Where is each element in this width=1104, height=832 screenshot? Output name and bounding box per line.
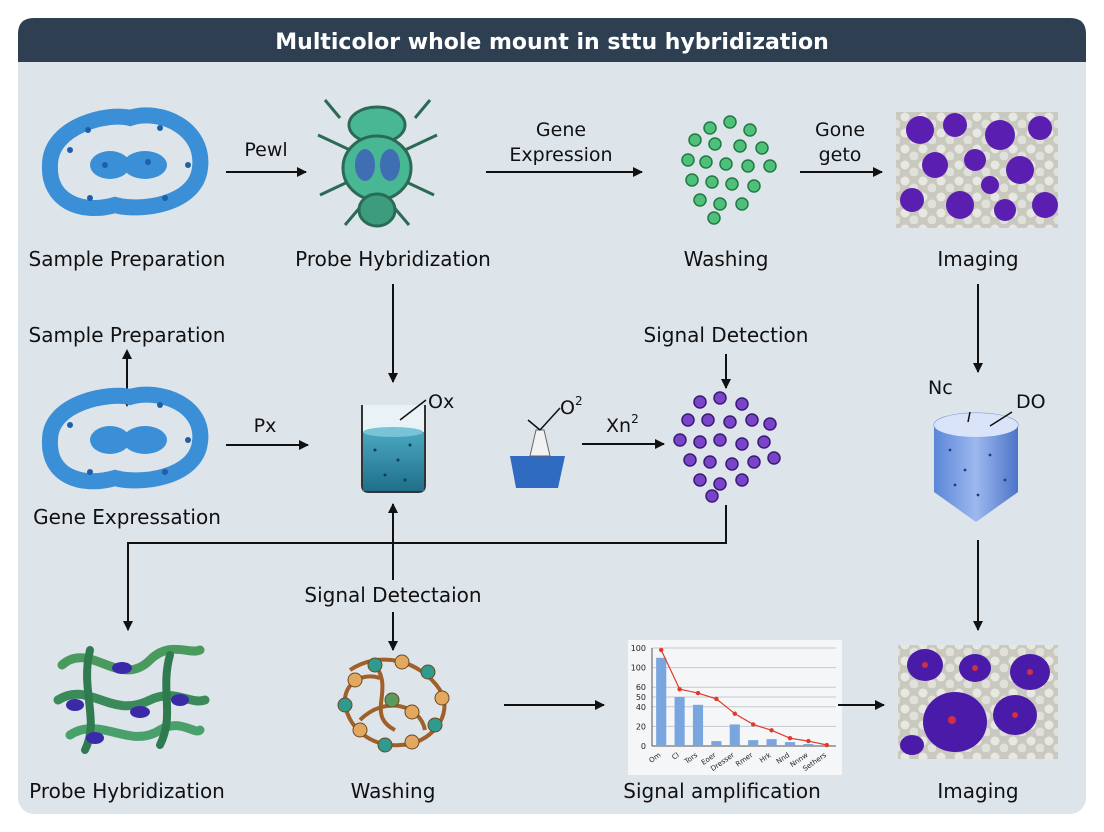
label-signal-detection: Signal Detection — [644, 323, 809, 347]
arrow-label-gene: Gene — [536, 119, 586, 141]
cone-container-illustration — [933, 411, 1019, 522]
flask-label-sup: 2 — [575, 394, 583, 408]
beaker-label-ox: Ox — [428, 391, 454, 413]
chart-bar — [692, 704, 704, 746]
chart-bar — [766, 739, 777, 746]
gene-expression-illustration — [41, 386, 209, 490]
label-sample-preparation-1: Sample Preparation — [29, 247, 226, 271]
flask-label-o: O2 — [560, 394, 583, 419]
label-probe-hybridization-1: Probe Hybridization — [295, 247, 491, 271]
header-bar — [18, 18, 1086, 62]
arrow-label-xn: Xn2 — [606, 412, 639, 437]
chart-ytick-label: 20 — [636, 722, 646, 731]
chart-ytick-label: 50 — [636, 693, 646, 702]
label-signal-detectaion: Signal Detectaion — [304, 583, 481, 607]
chart-bar — [748, 740, 759, 746]
arrow-label-pewl: Pewl — [244, 139, 287, 161]
label-imaging-1: Imaging — [937, 247, 1018, 271]
chart-line-point — [824, 742, 829, 748]
chart-ytick-label: 100 — [631, 644, 646, 653]
diagram-title: Multicolor whole mount in sttu hybridiza… — [275, 30, 828, 55]
chart-line-point — [787, 735, 793, 741]
washing-cells-illustration — [681, 115, 777, 225]
arrow-label-gone: Gone — [815, 119, 865, 141]
chart-bar — [656, 657, 667, 746]
chart-ytick-label: 40 — [636, 703, 646, 712]
probe-hybridization-illustration — [317, 99, 438, 228]
beaker-illustration — [361, 399, 427, 493]
probe-hybridization-worms-illustration — [53, 644, 210, 754]
arrow-label-expression: Expression — [509, 144, 612, 166]
label-probe-hybridization-2: Probe Hybridization — [29, 779, 225, 803]
cone-label-nc: Nc — [928, 377, 953, 399]
chart-line-point — [769, 728, 774, 733]
flask-label-o-text: O — [560, 397, 575, 419]
label-gene-expressation: Gene Expressation — [33, 505, 221, 529]
washing-tangle-illustration — [337, 654, 450, 753]
chart-line-point — [695, 690, 701, 696]
chart-ytick-label: 100 — [631, 664, 646, 673]
chart-series-line — [660, 649, 827, 746]
chart-bar — [803, 744, 814, 746]
imaging-micrograph-1 — [896, 112, 1058, 228]
cone-label-do: DO — [1016, 391, 1046, 413]
label-imaging-2: Imaging — [937, 779, 1018, 803]
label-washing-1: Washing — [684, 247, 769, 271]
chart-line-point — [806, 738, 811, 744]
chart-line-point — [732, 711, 737, 716]
chart-bar — [674, 697, 685, 746]
label-sample-preparation-2: Sample Preparation — [29, 323, 226, 347]
flask-illustration — [510, 407, 565, 488]
chart-line-point — [714, 696, 719, 702]
chart-bar — [729, 724, 740, 746]
arrow-label-xn-sup: 2 — [631, 412, 639, 426]
sample-preparation-illustration — [41, 107, 209, 217]
chart-line-point — [751, 722, 756, 727]
connector-signal-to-probe-hybridization — [123, 505, 727, 631]
arrow-label-geto: geto — [819, 144, 862, 166]
chart-ytick-label: 60 — [636, 683, 646, 692]
arrow-label-xn-text: Xn — [606, 415, 631, 437]
chart-line-point — [677, 686, 682, 692]
chart-bar — [784, 742, 796, 746]
chart-line-point — [659, 647, 664, 653]
signal-detection-cells-illustration — [673, 391, 781, 503]
chart-bar — [711, 741, 722, 746]
imaging-micrograph-2 — [898, 645, 1058, 759]
label-signal-amplification: Signal amplification — [623, 779, 821, 803]
chart-ytick-label: 0 — [641, 742, 646, 751]
chart-xtick-label: Cl — [671, 751, 681, 762]
arrow-label-px: Px — [254, 415, 277, 437]
label-washing-2: Washing — [351, 779, 436, 803]
